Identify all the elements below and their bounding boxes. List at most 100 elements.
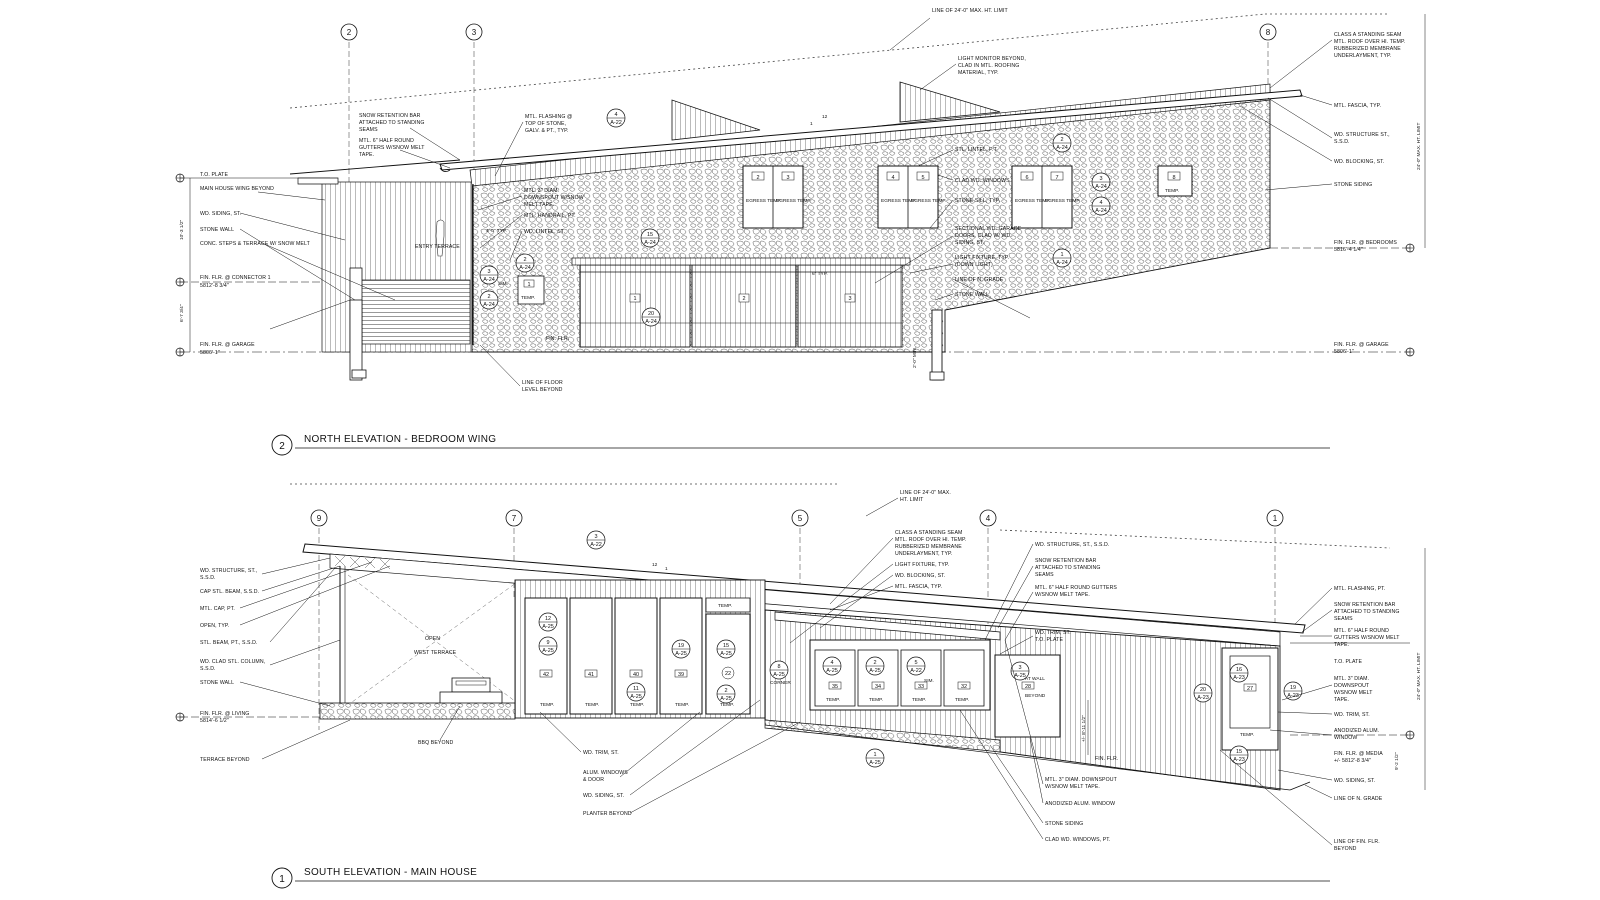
svg-text:6: 6	[1025, 175, 1028, 181]
svg-text:BBQ BEYOND: BBQ BEYOND	[418, 740, 453, 746]
svg-text:TOP OF STONE,: TOP OF STONE,	[525, 121, 566, 127]
svg-text:5816'-4 1/4": 5816'-4 1/4"	[1334, 247, 1363, 253]
svg-text:A-24: A-24	[644, 240, 656, 246]
svg-text:A-22: A-22	[590, 542, 602, 548]
svg-text:A-23: A-23	[1233, 675, 1245, 681]
svg-text:3: 3	[487, 269, 490, 275]
svg-text:SNOW RETENTION BAR: SNOW RETENTION BAR	[359, 113, 421, 119]
svg-text:MTL. 6" HALF ROUND: MTL. 6" HALF ROUND	[1334, 628, 1389, 634]
svg-text:TEMP.: TEMP.	[869, 697, 883, 703]
north-right-labels: MTL. FASCIA, TYP. WD. STRUCTURE ST., S.S…	[1334, 103, 1397, 355]
svg-text:28: 28	[1025, 684, 1031, 690]
svg-text:SNOW RETENTION BAR: SNOW RETENTION BAR	[1334, 602, 1396, 608]
svg-text:LIGHT FIXTURE, TYP.: LIGHT FIXTURE, TYP.	[955, 255, 1009, 261]
svg-text:LINE OF N. GRADE: LINE OF N. GRADE	[955, 277, 1004, 283]
svg-text:A-24: A-24	[1056, 145, 1068, 151]
south-stone-wall	[319, 702, 516, 720]
svg-text:4'-0" TYP.: 4'-0" TYP.	[486, 228, 507, 234]
svg-text:5806'-1": 5806'-1"	[200, 350, 220, 356]
svg-text:6" TYP.: 6" TYP.	[812, 271, 828, 277]
north-window-pair-a: 2 3 EGRESS TEMP. EGRESS TEMP.	[742, 165, 811, 229]
svg-text:2'-0" MIN.: 2'-0" MIN.	[912, 347, 918, 368]
svg-text:A-24: A-24	[645, 319, 657, 325]
svg-text:5812'-8 3/4": 5812'-8 3/4"	[200, 283, 229, 289]
svg-text:A-25: A-25	[773, 672, 785, 678]
svg-text:12: 12	[652, 562, 658, 568]
svg-text:STONE WALL: STONE WALL	[200, 680, 234, 686]
svg-text:UNDERLAYMENT, TYP.: UNDERLAYMENT, TYP.	[895, 551, 952, 557]
svg-text:SEAMS: SEAMS	[1035, 572, 1054, 578]
svg-text:20: 20	[648, 311, 654, 317]
svg-text:TEMP.: TEMP.	[718, 603, 732, 609]
svg-text:8: 8	[1172, 175, 1175, 181]
svg-text:A-24: A-24	[519, 265, 531, 271]
svg-text:2: 2	[1060, 137, 1063, 143]
svg-text:EGRESS TEMP.: EGRESS TEMP.	[1045, 198, 1080, 204]
svg-text:4: 4	[614, 112, 617, 118]
north-grid-bubble-8: 8	[1259, 23, 1277, 90]
svg-text:W/SNOW MELT: W/SNOW MELT	[1334, 690, 1373, 696]
south-section-marks: 3A-22 12A-25 9A-25 11A-25 19A-25 15A-25 …	[538, 530, 1303, 768]
svg-text:TAPE.: TAPE.	[1334, 642, 1349, 648]
svg-text:S.S.D.: S.S.D.	[1334, 139, 1350, 145]
scale-figure-icon	[435, 219, 445, 257]
svg-text:LINE OF FIN. FLR.: LINE OF FIN. FLR.	[1334, 839, 1380, 845]
svg-text:A-25: A-25	[826, 668, 838, 674]
svg-text:39: 39	[678, 672, 684, 678]
svg-text:2: 2	[742, 296, 745, 302]
svg-text:TEMP.: TEMP.	[720, 702, 734, 708]
svg-text:A-24: A-24	[483, 277, 495, 283]
svg-text:CLAD IN MTL. ROOFING: CLAD IN MTL. ROOFING	[958, 63, 1019, 69]
svg-text:24'-0" MAX. HT. LIMIT: 24'-0" MAX. HT. LIMIT	[1416, 653, 1422, 700]
svg-text:CLAD WD. WINDOWS, PT.: CLAD WD. WINDOWS, PT.	[1045, 837, 1111, 843]
svg-text:2: 2	[347, 28, 352, 37]
svg-text:& DOOR: & DOOR	[583, 777, 604, 783]
svg-text:5806'-1": 5806'-1"	[1334, 349, 1354, 355]
svg-text:CONC. STEPS & TERRACE W/ SNOW: CONC. STEPS & TERRACE W/ SNOW MELT	[200, 241, 311, 247]
svg-text:A-24: A-24	[483, 302, 495, 308]
south-right-labels: MTL. FLASHING, PT. SNOW RETENTION BAR AT…	[1334, 586, 1400, 852]
svg-text:FIN. FLR. @ MEDIA: FIN. FLR. @ MEDIA	[1334, 751, 1383, 757]
svg-text:GUTTERS W/SNOW MELT: GUTTERS W/SNOW MELT	[1334, 635, 1400, 641]
svg-text:7: 7	[512, 514, 517, 523]
svg-text:A-24: A-24	[1095, 184, 1107, 190]
svg-text:SEAMS: SEAMS	[359, 127, 378, 133]
north-window-pair-c: 6 7 EGRESS TEMP. EGRESS TEMP.	[1011, 165, 1080, 229]
north-center-callouts: STL. LINTEL, P.T. CLAD WD. WINDOWS STONE…	[522, 147, 1022, 393]
svg-text:5: 5	[921, 175, 924, 181]
svg-text:LINE OF 24'-0" MAX.: LINE OF 24'-0" MAX.	[900, 490, 951, 496]
svg-text:42: 42	[543, 672, 549, 678]
svg-text:WD. SIDING, ST.: WD. SIDING, ST.	[200, 211, 241, 217]
svg-text:8: 8	[1266, 28, 1271, 37]
south-grid-bubble-4: 4	[979, 509, 997, 640]
north-window-single: 8 TEMP.	[1157, 165, 1193, 197]
svg-text:ANODIZED ALUM.: ANODIZED ALUM.	[1334, 728, 1379, 734]
svg-text:MTL. 3" DIAM. DOWNSPOUT: MTL. 3" DIAM. DOWNSPOUT	[1045, 777, 1118, 783]
svg-text:GUTTERS W/SNOW MELT: GUTTERS W/SNOW MELT	[359, 145, 425, 151]
svg-text:A-25: A-25	[869, 668, 881, 674]
svg-text:5814'-6 1/2": 5814'-6 1/2"	[200, 718, 229, 724]
svg-text:OPEN, TYP.: OPEN, TYP.	[200, 623, 229, 629]
north-level-markers	[175, 173, 1415, 357]
svg-text:10'-3 1/2": 10'-3 1/2"	[179, 219, 185, 240]
svg-text:CLAD WD. WINDOWS: CLAD WD. WINDOWS	[955, 178, 1010, 184]
svg-text:SEAMS: SEAMS	[1334, 616, 1353, 622]
svg-text:3: 3	[1018, 665, 1021, 671]
svg-text:EGRESS TEMP.: EGRESS TEMP.	[911, 198, 946, 204]
svg-text:ATTACHED TO STANDING: ATTACHED TO STANDING	[1035, 565, 1101, 571]
svg-text:WD. STRUCTURE, ST.,: WD. STRUCTURE, ST.,	[200, 568, 257, 574]
north-left-labels: T.O. PLATE MAIN HOUSE WING BEYOND WD. SI…	[200, 172, 311, 356]
north-elevation-title: NORTH ELEVATION - BEDROOM WING	[304, 434, 496, 445]
svg-text:15: 15	[647, 232, 653, 238]
svg-text:EGRESS TEMP.: EGRESS TEMP.	[1015, 198, 1050, 204]
south-clad-windows: 35 34 33 32 TEMP. TEMP. TEMP. TEMP.	[809, 639, 991, 711]
svg-text:WD. STRUCTURE, ST., S.S.D.: WD. STRUCTURE, ST., S.S.D.	[1035, 542, 1109, 548]
svg-text:OPEN: OPEN	[425, 636, 440, 642]
svg-text:TEMP.: TEMP.	[1165, 188, 1179, 194]
svg-text:FIN. FLR.: FIN. FLR.	[546, 336, 569, 342]
svg-text:HT. LIMIT: HT. LIMIT	[900, 497, 924, 503]
svg-text:1: 1	[279, 874, 285, 885]
svg-text:TEMP.: TEMP.	[540, 702, 554, 708]
svg-text:40: 40	[633, 672, 639, 678]
